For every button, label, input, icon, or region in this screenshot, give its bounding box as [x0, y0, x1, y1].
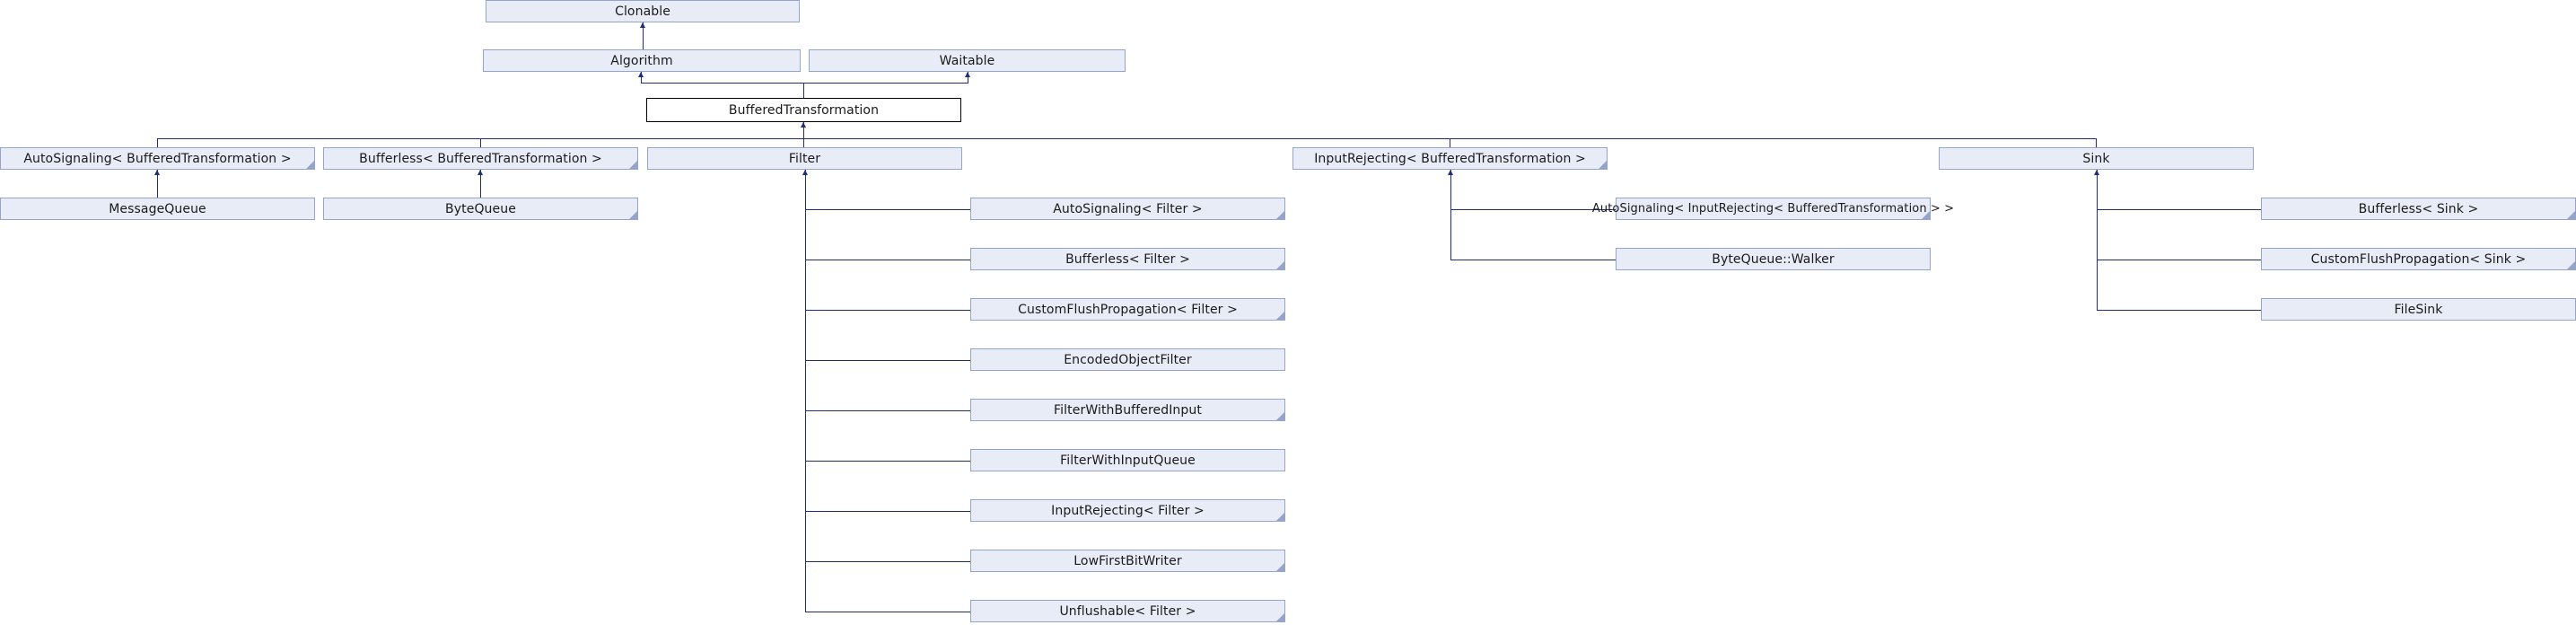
class-node-bufferless-filter[interactable]: Bufferless< Filter > [970, 248, 1285, 270]
edge-algorithm-to-clonable [643, 22, 644, 49]
class-node-bytequeue-walker[interactable]: ByteQueue::Walker [1616, 248, 1931, 270]
arrowhead-bt-to-waitable [965, 72, 970, 77]
edge-bus-to-filter [803, 138, 804, 147]
class-node-autosignaling-filter[interactable]: AutoSignaling< Filter > [970, 198, 1285, 220]
class-node-inputrejecting-bufferedtransformation[interactable]: InputRejecting< BufferedTransformation > [1292, 147, 1608, 170]
arrowhead-algorithm-to-clonable [640, 22, 645, 28]
edge-connector-filesink [2097, 310, 2262, 311]
edge-sink-trunk [2097, 170, 2098, 310]
arrowhead-messagequeue-to-autosig-bt [154, 170, 160, 175]
edge-bt-down-stub [803, 122, 804, 148]
edge-bus-to-autosig-bt [157, 138, 158, 147]
class-node-algorithm[interactable]: Algorithm [483, 49, 801, 72]
class-node-bufferless-sink[interactable]: Bufferless< Sink > [2261, 198, 2576, 220]
edge-messagequeue-to-autosig-bt [157, 170, 158, 198]
edge-connector-filterwithbufferedinput [805, 410, 970, 411]
edge-connector-filterwithinputqueue [805, 461, 970, 462]
class-node-waitable[interactable]: Waitable [809, 49, 1126, 72]
edge-bus-bt-parents [641, 83, 968, 84]
class-node-sink[interactable]: Sink [1939, 147, 2254, 170]
class-node-customflushpropagation-sink[interactable]: CustomFlushPropagation< Sink > [2261, 248, 2576, 270]
class-node-messagequeue[interactable]: MessageQueue [0, 198, 315, 220]
class-node-filter[interactable]: Filter [647, 147, 962, 170]
class-node-bytequeue[interactable]: ByteQueue [323, 198, 638, 220]
class-node-lowfirstbitwriter[interactable]: LowFirstBitWriter [970, 550, 1285, 572]
edge-bus-to-algorithm [641, 72, 642, 83]
edge-filter-trunk [805, 170, 806, 612]
edge-bus-to-sink [2096, 138, 2097, 147]
class-node-unflushable-filter[interactable]: Unflushable< Filter > [970, 600, 1285, 622]
edge-bt-up-to-bus [803, 83, 804, 98]
class-node-filterwithinputqueue[interactable]: FilterWithInputQueue [970, 449, 1285, 471]
class-node-encodedobjectfilter[interactable]: EncodedObjectFilter [970, 348, 1285, 371]
class-node-inputrejecting-filter[interactable]: InputRejecting< Filter > [970, 499, 1285, 522]
edge-connector-inputrejecting-filter [805, 511, 970, 512]
edge-connector-cfp-filter [805, 310, 970, 311]
class-node-bufferedtransformation[interactable]: BufferedTransformation [646, 98, 961, 122]
class-node-filesink[interactable]: FileSink [2261, 298, 2576, 321]
arrowhead-filter-children [802, 170, 808, 175]
class-node-autosignaling-bufferedtransformation[interactable]: AutoSignaling< BufferedTransformation > [0, 147, 315, 170]
edge-connector-encodedobjectfilter [805, 360, 970, 361]
arrowhead-bytequeue-to-bufferless-bt [478, 170, 483, 175]
edge-connector-lowfirstbitwriter [805, 561, 970, 562]
class-node-customflushpropagation-filter[interactable]: CustomFlushPropagation< Filter > [970, 298, 1285, 321]
arrowhead-bt-to-algorithm [638, 72, 644, 77]
class-node-filterwithbufferedinput[interactable]: FilterWithBufferedInput [970, 399, 1285, 421]
edge-bus-bt-children [157, 138, 2097, 139]
class-node-clonable[interactable]: Clonable [486, 0, 800, 22]
edge-inputrej-trunk [1450, 170, 1451, 260]
arrowhead-children-to-bt [801, 122, 806, 128]
arrowhead-inputrej-children [1448, 170, 1453, 175]
edge-bus-to-bufferless-bt [480, 138, 481, 147]
arrowhead-sink-children [2094, 170, 2099, 175]
class-node-autosignaling-inputrejecting-bufferedtransformation[interactable]: AutoSignaling< InputRejecting< BufferedT… [1592, 198, 1954, 220]
edge-bytequeue-to-bufferless-bt [480, 170, 481, 198]
edge-connector-bufferless-sink [2097, 209, 2262, 210]
class-node-bufferless-bufferedtransformation[interactable]: Bufferless< BufferedTransformation > [323, 147, 638, 170]
edge-connector-autosig-filter [805, 209, 970, 210]
edge-connector-autosig-inputrej [1450, 209, 1616, 210]
